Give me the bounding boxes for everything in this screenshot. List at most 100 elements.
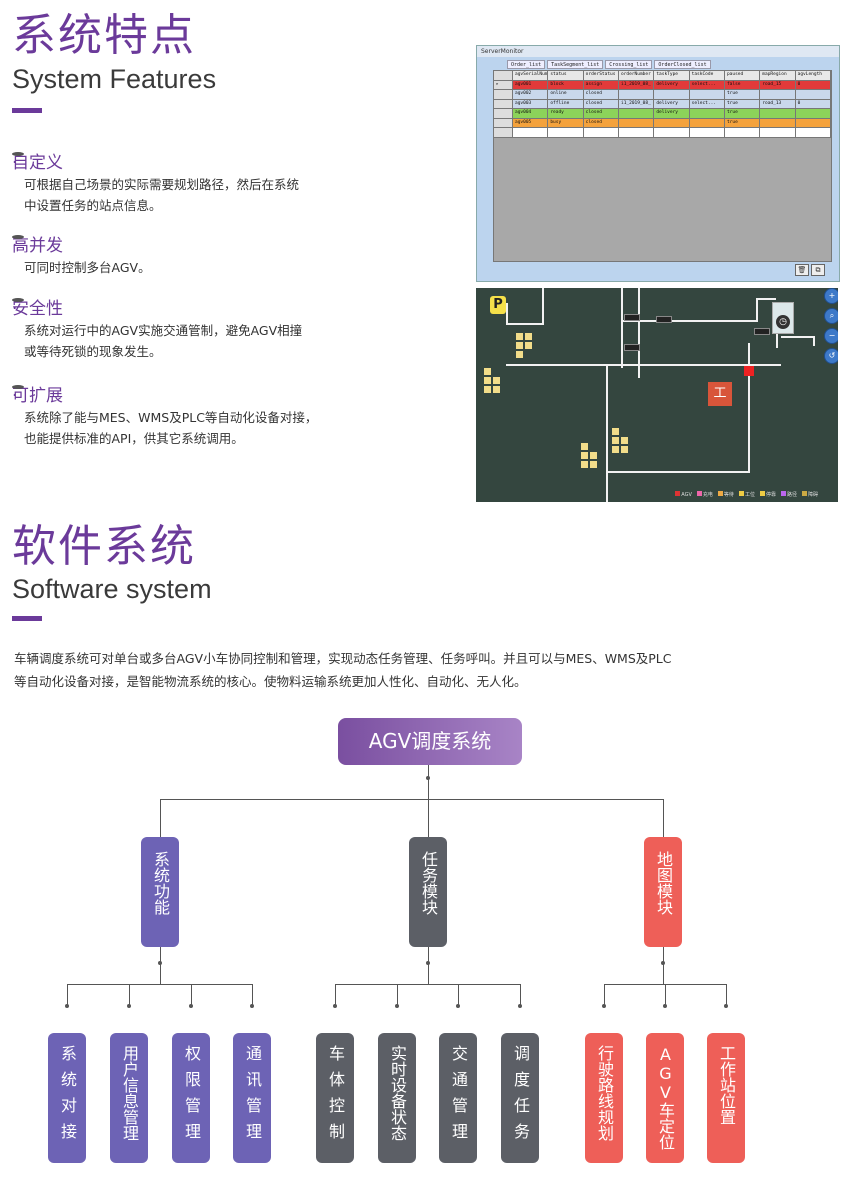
- grid-cell: [584, 128, 619, 137]
- zoom-icon[interactable]: ⌕: [824, 308, 838, 324]
- grid-cell: online: [548, 90, 584, 99]
- grid-cell: [619, 90, 655, 99]
- agv-vehicle-icon: [744, 366, 754, 376]
- feature-desc-line: 可根据自己场景的实际需要规划路径，然后在系统: [24, 177, 300, 192]
- leaf-label: 工作站位置: [717, 1045, 736, 1125]
- grid-cell: agv004: [513, 109, 549, 118]
- connector-dot: [333, 1004, 337, 1008]
- station-block: [612, 446, 619, 453]
- copy-icon[interactable]: ⧉: [811, 264, 825, 276]
- grid-cell: [494, 99, 513, 108]
- grid-cell: 0: [796, 99, 831, 108]
- grid-cell: [690, 90, 725, 99]
- legend-swatch: [801, 491, 807, 496]
- station-block: [612, 437, 619, 444]
- monitor-tabs: Order_list TaskSegment_list Crossing_lis…: [507, 60, 711, 69]
- grid-cell: busy: [548, 118, 584, 127]
- connector-line: [604, 984, 605, 1006]
- grid-cell: [725, 128, 761, 137]
- table-row[interactable]: [494, 128, 831, 138]
- grid-cell: select...: [690, 80, 725, 89]
- legend-label: 障碍: [807, 492, 818, 498]
- station-block: [493, 386, 500, 393]
- zoom-out-icon[interactable]: −: [824, 328, 838, 344]
- monitor-tab[interactable]: TaskSegment_list: [547, 60, 604, 69]
- station-block: [525, 333, 532, 340]
- monitor-tab[interactable]: Crossing_list: [605, 60, 653, 69]
- feature-title: 可扩展: [12, 386, 63, 406]
- intro-line: 等自动化设备对接，是智能物流系统的核心。使物料运输系统更加人性化、自动化、无人化…: [14, 674, 527, 689]
- connector-line: [663, 799, 664, 837]
- map-road: [748, 343, 750, 473]
- grid-cell: [619, 128, 655, 137]
- reset-icon[interactable]: ↺: [824, 348, 838, 364]
- map-road: [506, 323, 542, 325]
- leaf-box: 权限管理: [172, 1033, 210, 1163]
- charging-station: ◷: [772, 302, 794, 334]
- grid-cell: [494, 109, 513, 118]
- legend-swatch: [696, 491, 702, 496]
- org-root-box: AGV调度系统: [338, 718, 522, 765]
- connector-dot: [158, 961, 162, 965]
- grid-cell: [760, 118, 796, 127]
- connector-dot: [663, 1004, 667, 1008]
- connector-dot: [426, 961, 430, 965]
- parking-sign: P: [490, 296, 506, 314]
- connector-line: [129, 984, 130, 1006]
- monitor-tab[interactable]: OrderClosed_list: [654, 60, 711, 69]
- map-road: [813, 336, 815, 346]
- grid-header-cell: taskCode: [690, 71, 725, 80]
- map-road: [606, 366, 608, 502]
- legend-label: 工位: [744, 492, 755, 498]
- grid-header-cell: orderStatus: [584, 71, 619, 80]
- station-block: [516, 342, 523, 349]
- legend-item: 充电: [696, 491, 713, 498]
- connector-line: [160, 799, 664, 800]
- connector-line: [458, 984, 459, 1006]
- connector-line: [520, 984, 521, 1006]
- connector-line: [726, 984, 727, 1006]
- station-block: [581, 452, 588, 459]
- feature-desc-line: 中设置任务的站点信息。: [24, 198, 162, 213]
- grid-cell: false: [725, 80, 761, 89]
- software-title-cn: 软件系统: [12, 521, 196, 572]
- grid-header-cell: paused: [725, 71, 761, 80]
- monitor-tab[interactable]: Order_list: [507, 60, 546, 69]
- map-road: [781, 336, 813, 338]
- map-road: [776, 328, 778, 348]
- grid-cell: ready: [548, 109, 584, 118]
- zoom-in-icon[interactable]: +: [824, 288, 838, 304]
- clock-icon: ◷: [776, 315, 790, 329]
- leaf-box: 交通管理: [439, 1033, 477, 1163]
- leaf-box: 实时设备状态: [378, 1033, 416, 1163]
- connector-dot: [395, 1004, 399, 1008]
- leaf-box: 行驶路线规划: [585, 1033, 623, 1163]
- grid-cell: i1_2019_08_: [619, 80, 655, 89]
- leaf-box: 调度任务: [501, 1033, 539, 1163]
- connector-dot: [426, 776, 430, 780]
- feature-desc-line: 或等待死锁的现象发生。: [24, 344, 162, 359]
- leaf-box: 车体控制: [316, 1033, 354, 1163]
- branch-box: 地图模块: [644, 837, 682, 947]
- connector-dot: [602, 1004, 606, 1008]
- grid-cell: true: [725, 90, 761, 99]
- legend-swatch: [759, 491, 765, 496]
- grid-cell: select...: [690, 99, 725, 108]
- grid-cell: delivery: [654, 99, 690, 108]
- feature-desc-line: 可同时控制多台AGV。: [24, 260, 151, 275]
- legend-item: 路径: [780, 491, 797, 498]
- grid-cell: agv002: [513, 90, 549, 99]
- leaf-label: 权限管理: [182, 1045, 201, 1149]
- legend-swatch: [675, 491, 681, 496]
- grid-cell: road_13: [760, 99, 796, 108]
- monitor-window-screenshot: ServerMonitor Order_list TaskSegment_lis…: [476, 45, 840, 282]
- grid-cell: [548, 128, 584, 137]
- delete-icon[interactable]: 🗑: [795, 264, 809, 276]
- connector-dot: [518, 1004, 522, 1008]
- feature-item: ·高并发 可同时控制多台AGV。: [12, 235, 412, 278]
